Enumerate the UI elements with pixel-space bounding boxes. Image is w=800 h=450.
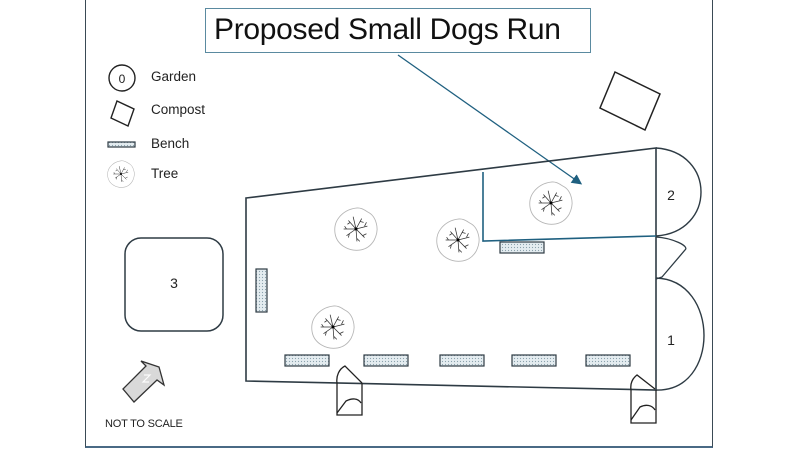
garden-legend-symbol-text: 0	[119, 72, 126, 86]
tree	[529, 181, 573, 225]
bench	[363, 354, 409, 367]
bench	[585, 354, 631, 367]
legend-label-garden: Garden	[151, 69, 197, 84]
bench	[439, 354, 485, 367]
title-callout-box: Proposed Small Dogs Run	[205, 8, 591, 53]
compost-legend-icon	[110, 100, 135, 127]
tree	[334, 207, 378, 251]
page-frame	[85, 0, 713, 448]
area-3-label: 3	[170, 275, 178, 291]
tree-legend-icon	[107, 160, 135, 188]
entrance-gate-left	[336, 365, 363, 416]
legend-label-tree: Tree	[151, 166, 179, 181]
tree	[311, 305, 355, 349]
dog-park-boundary	[245, 147, 657, 391]
small-dogs-run-fence	[482, 172, 657, 242]
bench	[511, 354, 557, 367]
area-1-label: 1	[667, 332, 675, 348]
legend-label-compost: Compost	[151, 102, 206, 117]
garden-legend-icon	[108, 64, 136, 92]
north-arrow-icon	[122, 360, 166, 403]
legend-label-bench: Bench	[151, 136, 190, 151]
tree	[436, 218, 480, 262]
area-2-enclosure	[655, 147, 702, 237]
area-2-label: 2	[667, 187, 675, 203]
callout-arrow	[397, 54, 583, 185]
area-1-enclosure	[655, 277, 705, 391]
bench	[499, 241, 545, 254]
bench	[284, 354, 330, 367]
entrance-gate-right	[630, 374, 657, 424]
gate-swing	[655, 236, 687, 280]
page-title: Proposed Small Dogs Run	[214, 13, 561, 46]
area-3-block	[124, 237, 224, 332]
bench	[255, 268, 268, 313]
scale-note: NOT TO SCALE	[105, 418, 183, 430]
compost-bin	[599, 70, 661, 132]
bench-legend-icon	[107, 141, 136, 148]
